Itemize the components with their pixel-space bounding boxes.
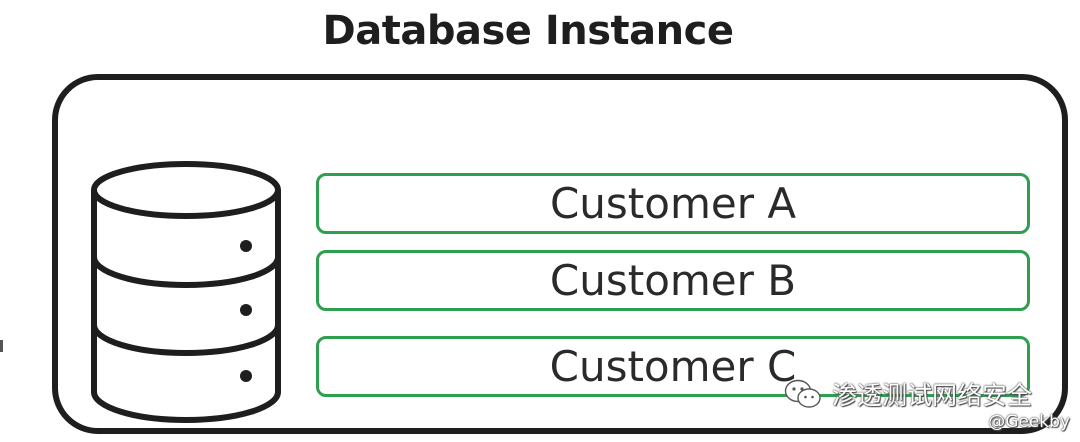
watermark: 渗透测试网络安全: [784, 376, 1032, 412]
customer-c-label: Customer C: [549, 342, 797, 391]
watermark-handle: @Geekby: [988, 412, 1070, 432]
wechat-icon: [784, 379, 821, 408]
customer-b-label: Customer B: [549, 256, 797, 305]
edge-mark: [0, 340, 3, 352]
diagram-title: Database Instance: [322, 8, 734, 54]
customer-a-label: Customer A: [549, 179, 797, 228]
watermark-text: 渗透测试网络安全: [832, 381, 1033, 410]
customer-b-box: Customer B: [316, 250, 1030, 311]
database-icon: [91, 161, 281, 423]
customer-a-box: Customer A: [316, 173, 1030, 234]
customer-c-box: Customer C: [316, 336, 1030, 397]
